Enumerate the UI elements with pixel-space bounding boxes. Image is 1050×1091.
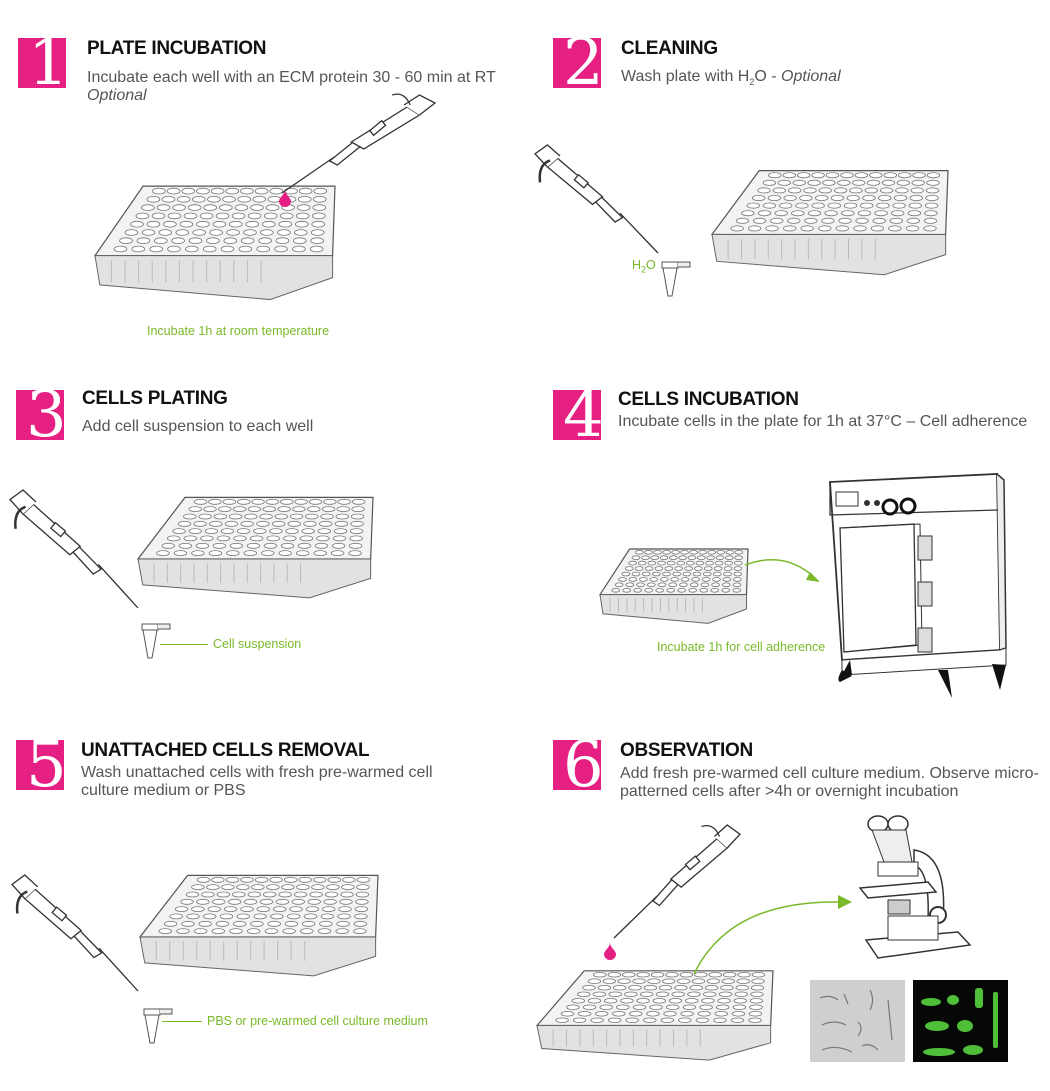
arrow-icon: [693, 895, 852, 975]
fluorescence-cell-image: [913, 980, 1008, 1062]
step-5-number: 5: [16, 730, 67, 800]
step-1-number: 1: [18, 28, 69, 98]
step-1-description: Incubate each well with an ECM protein 3…: [87, 69, 496, 104]
step-3-number: 3: [16, 380, 67, 450]
well-plate-icon: [710, 170, 949, 276]
leader-line: [160, 644, 208, 645]
optional-note: Optional: [87, 87, 147, 104]
well-plate-icon: [598, 548, 749, 624]
step-6-title: OBSERVATION: [620, 740, 753, 761]
drop-icon: [279, 190, 291, 207]
well-plate-icon: [93, 185, 336, 301]
well-plate-icon: [535, 970, 774, 1061]
step-5-caption: PBS or pre-warmed cell culture medium: [207, 1014, 428, 1028]
tube-icon: [141, 623, 171, 659]
drop-icon: [604, 943, 616, 960]
step-3-description: Add cell suspension to each well: [82, 418, 314, 435]
pipette-icon: [11, 874, 139, 992]
step-3-title: CELLS PLATING: [82, 388, 228, 409]
tube-icon: [143, 1008, 173, 1044]
pipette-icon: [9, 489, 139, 609]
pipette-icon: [613, 824, 741, 939]
incubator-icon: [829, 473, 1007, 698]
well-plate-icon: [138, 874, 379, 977]
step-5-title: UNATTACHED CELLS REMOVAL: [81, 740, 370, 761]
step-2-title: CLEANING: [621, 38, 718, 59]
brightfield-cell-image: [810, 980, 905, 1062]
step-1-title: PLATE INCUBATION: [87, 38, 267, 59]
tube-icon: [661, 261, 691, 297]
leader-line: [162, 1021, 202, 1022]
step-6-description: Add fresh pre-warmed cell culture medium…: [620, 765, 1039, 800]
step-2-description: Wash plate with H2O - Optional: [621, 68, 841, 88]
pipette-icon: [534, 144, 659, 254]
step-4-title: CELLS INCUBATION: [618, 389, 799, 410]
step-2-number: 2: [553, 28, 604, 98]
step-6-number: 6: [553, 730, 604, 800]
step-3-caption: Cell suspension: [213, 637, 302, 651]
arrow-icon: [744, 559, 820, 582]
pipette-icon: [281, 93, 437, 194]
well-plate-icon: [136, 496, 374, 599]
step-1-caption: Incubate 1h at room temperature: [147, 324, 330, 338]
h2o-label: H2O: [632, 258, 656, 275]
step-4-number: 4: [553, 380, 604, 450]
microscope-icon: [858, 815, 972, 959]
step-4-description: Incubate cells in the plate for 1h at 37…: [618, 413, 1028, 430]
step-4-caption: Incubate 1h for cell adherence: [657, 640, 826, 654]
step-5-description: Wash unattached cells with fresh pre-war…: [81, 764, 433, 799]
